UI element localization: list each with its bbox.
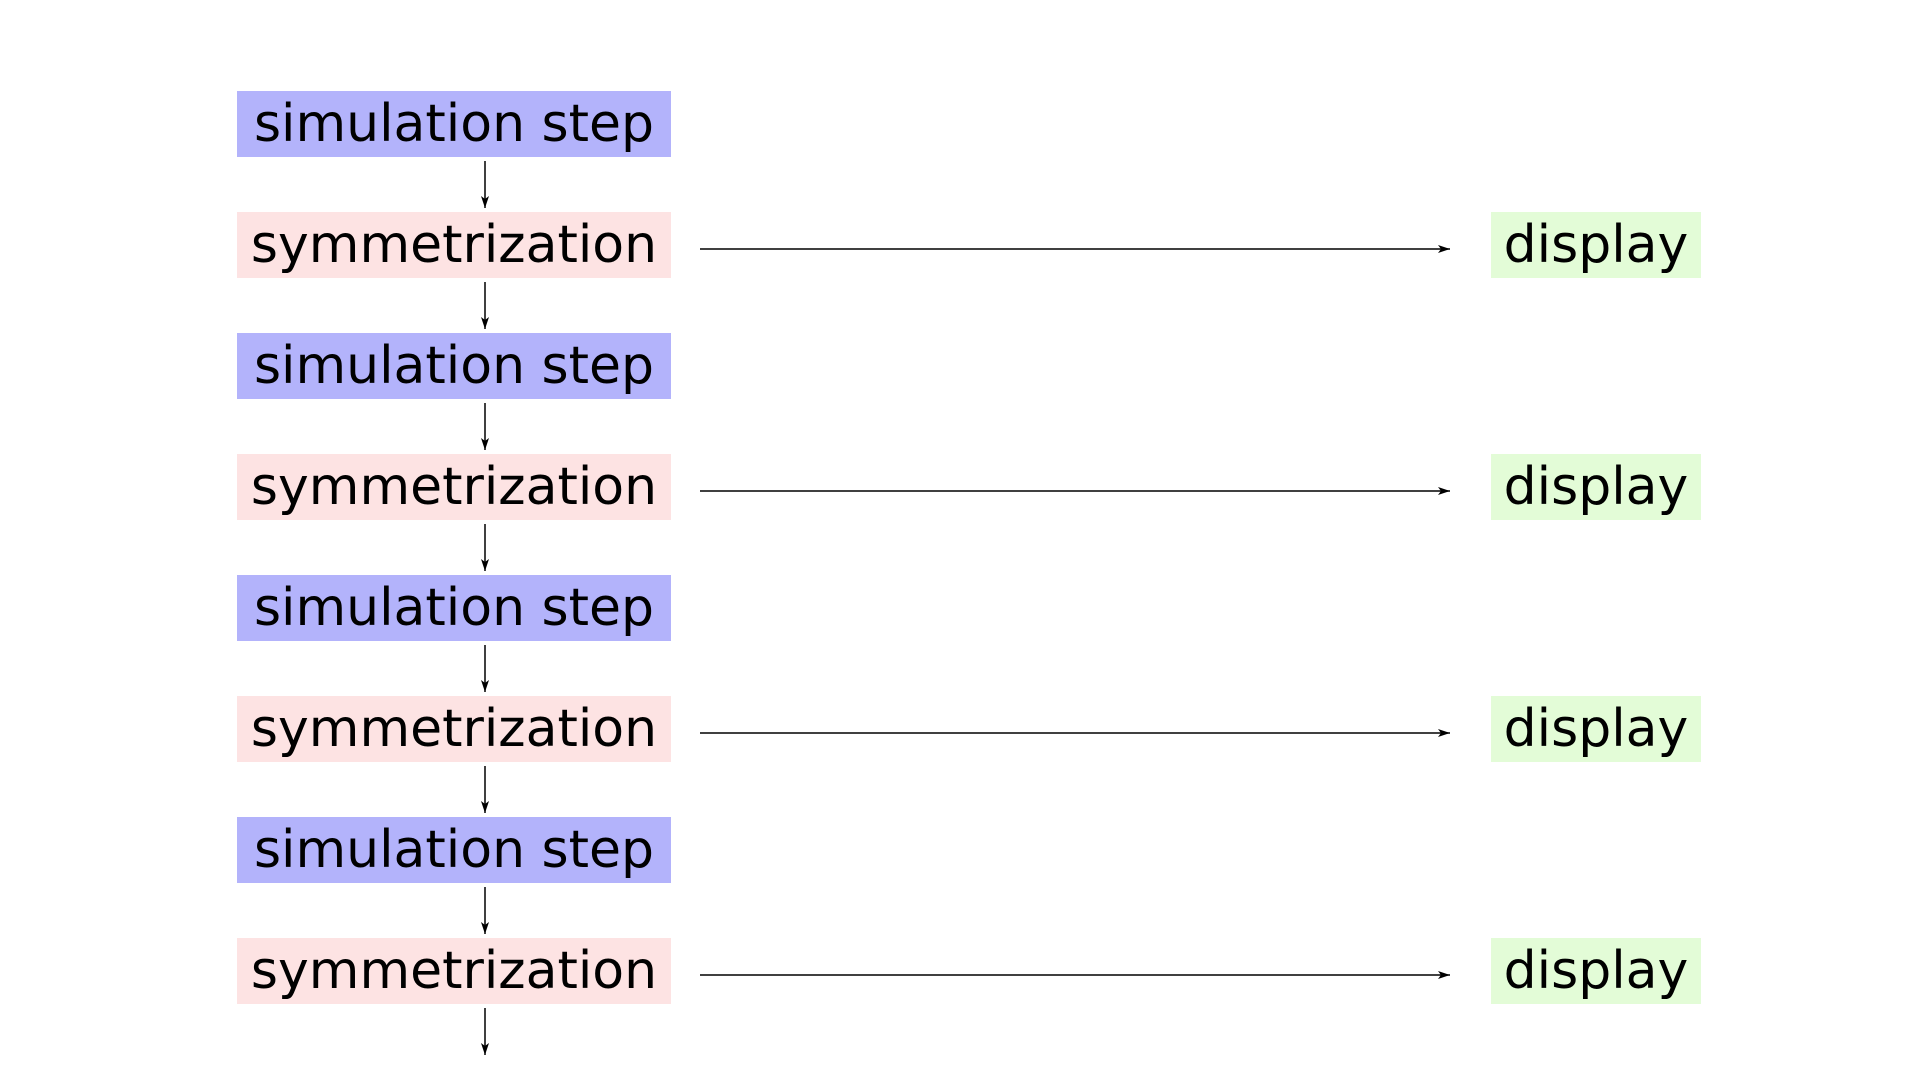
simulation-step-node: simulation step [237,817,671,883]
symmetrization-node-label: symmetrization [250,215,658,275]
symmetrization-node: symmetrization [237,696,671,762]
simulation-step-node-label: simulation step [253,820,655,880]
display-node: display [1491,696,1701,762]
display-node-label: display [1503,215,1689,275]
simulation-step-node: simulation step [237,91,671,157]
symmetrization-node: symmetrization [237,212,671,278]
simulation-step-node: simulation step [237,575,671,641]
display-node: display [1491,212,1701,278]
symmetrization-node-label: symmetrization [250,457,658,517]
symmetrization-node: symmetrization [237,938,671,1004]
display-node-label: display [1503,699,1689,759]
simulation-step-node-label: simulation step [253,578,655,638]
simulation-step-node: simulation step [237,333,671,399]
simulation-step-node-label: simulation step [253,94,655,154]
display-node-label: display [1503,457,1689,517]
simulation-step-node-label: simulation step [253,336,655,396]
display-node: display [1491,938,1701,1004]
display-node: display [1491,454,1701,520]
symmetrization-node-label: symmetrization [250,699,658,759]
symmetrization-node-label: symmetrization [250,941,658,1001]
display-node-label: display [1503,941,1689,1001]
symmetrization-node: symmetrization [237,454,671,520]
